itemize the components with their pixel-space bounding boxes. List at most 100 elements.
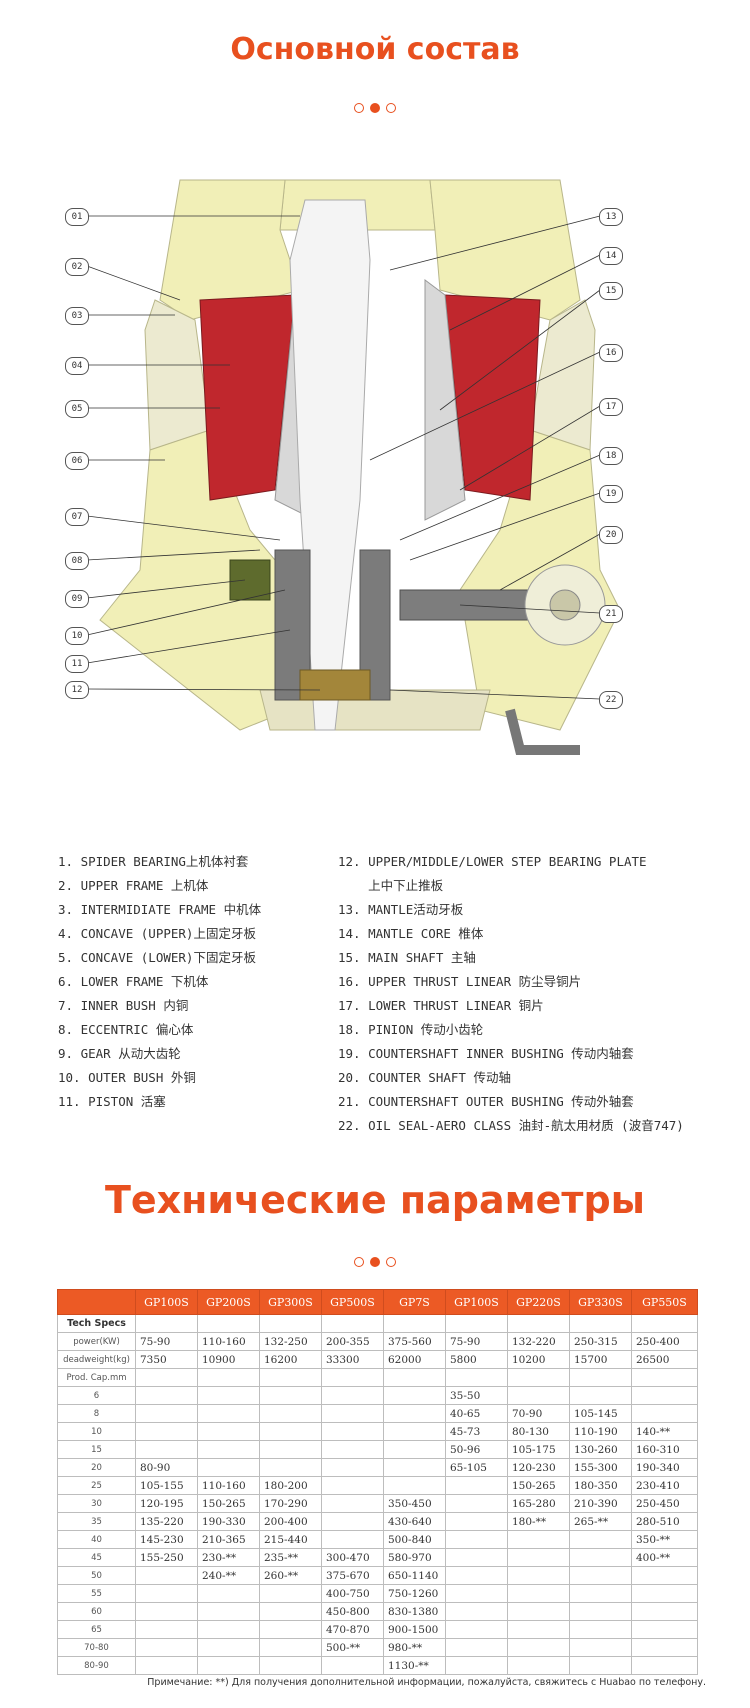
part-item: 7. INNER BUSH 内铜 xyxy=(58,998,189,1013)
table-cell xyxy=(197,1386,260,1405)
row-label: 6 xyxy=(57,1386,136,1405)
table-cell: 300-470 xyxy=(321,1548,384,1567)
table-cell: 250-400 xyxy=(631,1332,698,1351)
table-cell: 180-** xyxy=(507,1512,570,1531)
row-label: 55 xyxy=(57,1584,136,1603)
table-cell xyxy=(197,1584,260,1603)
carousel-dots xyxy=(0,103,750,113)
table-cell: 200-400 xyxy=(259,1512,322,1531)
table-cell: 45-73 xyxy=(445,1422,508,1441)
table-cell xyxy=(135,1404,198,1423)
table-cell: 400-750 xyxy=(321,1584,384,1603)
callout-05: 05 xyxy=(65,400,89,418)
row-label: 20 xyxy=(57,1458,136,1477)
table-cell xyxy=(631,1386,698,1405)
callout-15: 15 xyxy=(599,282,623,300)
row-label: power(KW) xyxy=(57,1332,136,1351)
table-cell xyxy=(135,1368,198,1387)
table-cell xyxy=(631,1620,698,1639)
row-label: 10 xyxy=(57,1422,136,1441)
part-item: 17. LOWER THRUST LINEAR 铜片 xyxy=(338,998,544,1013)
carousel-dot-active[interactable] xyxy=(370,103,380,113)
callout-09: 09 xyxy=(65,590,89,608)
table-cell xyxy=(445,1620,508,1639)
table-cell xyxy=(631,1584,698,1603)
table-cell: 250-315 xyxy=(569,1332,632,1351)
table-cell xyxy=(197,1638,260,1657)
row-label: Tech Specs xyxy=(57,1314,136,1333)
callout-12: 12 xyxy=(65,681,89,699)
table-cell: 165-280 xyxy=(507,1494,570,1513)
column-header: GP100S xyxy=(445,1289,508,1315)
callout-10: 10 xyxy=(65,627,89,645)
table-cell xyxy=(507,1548,570,1567)
callout-07: 07 xyxy=(65,508,89,526)
table-row: Prod. Cap.mm xyxy=(57,1368,698,1387)
row-label: deadweight(kg) xyxy=(57,1350,136,1369)
table-cell xyxy=(135,1638,198,1657)
table-cell xyxy=(197,1620,260,1639)
table-cell xyxy=(321,1440,384,1459)
table-cell: 130-260 xyxy=(569,1440,632,1459)
cone-crusher-diagram: 01 02 03 04 05 06 07 08 09 10 11 12 13 1… xyxy=(60,170,690,810)
carousel-dot-active[interactable] xyxy=(370,1257,380,1267)
carousel-dot[interactable] xyxy=(386,103,396,113)
carousel-dot[interactable] xyxy=(354,103,364,113)
table-cell: 180-200 xyxy=(259,1476,322,1495)
table-cell xyxy=(507,1638,570,1657)
row-label: 45 xyxy=(57,1548,136,1567)
table-cell xyxy=(321,1368,384,1387)
carousel-dot[interactable] xyxy=(386,1257,396,1267)
table-cell: 260-** xyxy=(259,1566,322,1585)
table-cell xyxy=(259,1368,322,1387)
row-label: 50 xyxy=(57,1566,136,1585)
table-cell xyxy=(445,1566,508,1585)
table-cell: 35-50 xyxy=(445,1386,508,1405)
table-cell xyxy=(445,1512,508,1531)
column-header: GP550S xyxy=(631,1289,698,1315)
callout-19: 19 xyxy=(599,485,623,503)
part-item: 13. MANTLE活动牙板 xyxy=(338,902,464,917)
table-cell xyxy=(259,1314,322,1333)
table-cell xyxy=(445,1314,508,1333)
table-cell: 10200 xyxy=(507,1350,570,1369)
table-cell: 180-350 xyxy=(569,1476,632,1495)
table-cell xyxy=(135,1422,198,1441)
table-cell xyxy=(445,1548,508,1567)
carousel-dot[interactable] xyxy=(354,1257,364,1267)
table-cell xyxy=(383,1314,446,1333)
table-cell: 105-155 xyxy=(135,1476,198,1495)
table-cell xyxy=(321,1458,384,1477)
table-cell xyxy=(383,1404,446,1423)
callout-21: 21 xyxy=(599,605,623,623)
table-cell xyxy=(569,1584,632,1603)
table-cell: 10900 xyxy=(197,1350,260,1369)
table-cell: 375-670 xyxy=(321,1566,384,1585)
table-cell xyxy=(197,1314,260,1333)
row-label: 35 xyxy=(57,1512,136,1531)
table-cell: 215-440 xyxy=(259,1530,322,1549)
table-cell: 110-160 xyxy=(197,1332,260,1351)
table-cell: 210-365 xyxy=(197,1530,260,1549)
table-cell xyxy=(321,1656,384,1675)
table-cell: 900-1500 xyxy=(383,1620,446,1639)
callout-08: 08 xyxy=(65,552,89,570)
table-cell: 150-265 xyxy=(197,1494,260,1513)
parts-list-right: 12. UPPER/MIDDLE/LOWER STEP BEARING PLAT… xyxy=(338,850,684,1138)
table-cell: 65-105 xyxy=(445,1458,508,1477)
table-cell xyxy=(259,1638,322,1657)
table-cell: 265-** xyxy=(569,1512,632,1531)
part-item: 8. ECCENTRIC 偏心体 xyxy=(58,1022,194,1037)
row-label: 40 xyxy=(57,1530,136,1549)
table-cell: 70-90 xyxy=(507,1404,570,1423)
table-cell xyxy=(445,1494,508,1513)
table-cell: 155-300 xyxy=(569,1458,632,1477)
part-item: 9. GEAR 从动大齿轮 xyxy=(58,1046,181,1061)
row-label: 25 xyxy=(57,1476,136,1495)
